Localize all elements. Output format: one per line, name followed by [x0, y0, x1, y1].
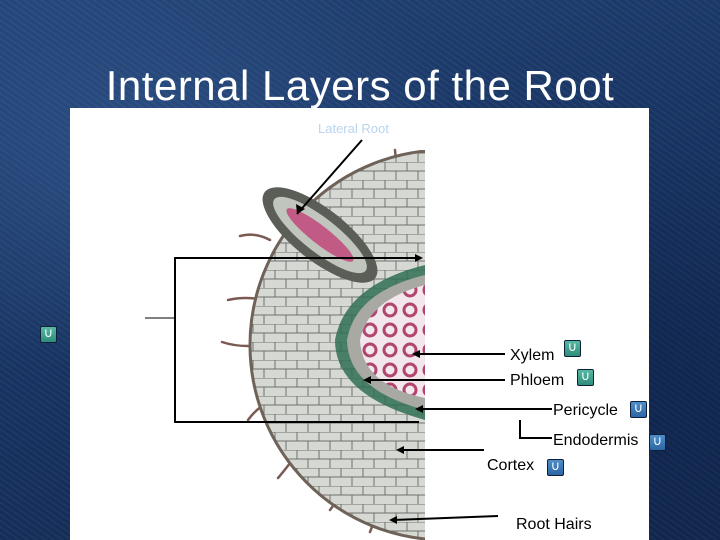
label-phloem: Phloem: [510, 372, 565, 389]
label-lateral-root: Lateral Root: [318, 121, 389, 136]
sound-link-icon[interactable]: ∪: [577, 369, 594, 386]
sound-link-icon[interactable]: ∪: [649, 434, 666, 451]
label-root-hairs: Root Hairs: [516, 516, 592, 533]
arrowheads: [296, 204, 423, 524]
label-vascular-cylinder: Vascular Cylinder: [86, 312, 147, 354]
vascular-cylinder: [335, 265, 425, 420]
label-xylem: Xylem: [510, 347, 555, 364]
sound-link-icon[interactable]: ∪: [40, 326, 57, 343]
slide-title: Internal Layers of the Root: [105, 62, 615, 109]
sound-link-icon[interactable]: ∪: [630, 401, 647, 418]
label-vascular-line1: Vascular: [86, 314, 148, 331]
label-pericycle: Pericycle: [553, 402, 618, 419]
pointer-lines: [145, 139, 552, 521]
label-cortex: Cortex: [487, 457, 535, 474]
sound-link-icon[interactable]: ∪: [564, 340, 581, 357]
sound-link-icon[interactable]: ∪: [547, 459, 564, 476]
label-vascular-line2: Cylinder: [86, 335, 145, 352]
label-endodermis: Endodermis: [553, 432, 639, 449]
